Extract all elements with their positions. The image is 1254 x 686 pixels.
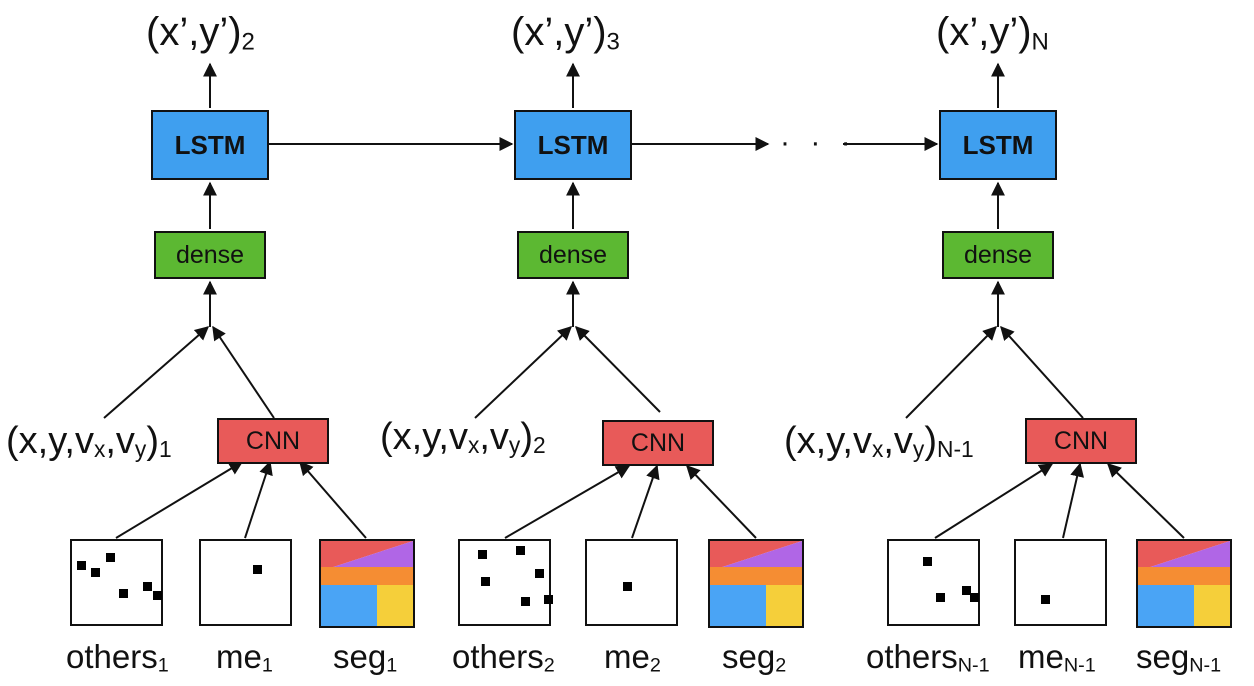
agent-dot [481, 577, 490, 586]
agent-dot [143, 582, 152, 591]
arrow-state2-to-merge2 [474, 326, 573, 419]
caption-others-3: othersN-1 [866, 638, 990, 677]
agent-dot [521, 597, 530, 606]
agent-dot [936, 593, 945, 602]
self-dot [1041, 595, 1050, 604]
lstm-block-3: LSTM [939, 110, 1057, 180]
output-label-2: (x’,y’)3 [511, 10, 620, 56]
arrow-me1-to-cnn1 [244, 460, 273, 539]
agent-dot [970, 593, 979, 602]
arrow-others2-to-cnn2 [504, 465, 631, 539]
output-label-3: (x’,y’)N [936, 10, 1049, 56]
agent-dot [516, 546, 525, 555]
caption-others-2: others2 [452, 638, 555, 677]
self-dot [623, 582, 632, 591]
output-label-1: (x’,y’)2 [146, 10, 255, 56]
arrow-me3-to-cnn3 [1062, 462, 1085, 539]
self-dot [253, 565, 262, 574]
me-frame-1 [199, 539, 292, 626]
me-frame-3 [1014, 539, 1107, 626]
arrow-seg3-to-cnn3 [1106, 463, 1185, 539]
others-frame-2 [458, 539, 553, 626]
agent-dot [153, 591, 162, 600]
agent-dot [77, 561, 86, 570]
seg-map-2 [708, 539, 804, 628]
cnn-block-3: CNN [1025, 418, 1137, 464]
others-frame-1 [70, 539, 163, 626]
me-frame-2 [585, 539, 678, 626]
state-label-2: (x,y,vx,vy)2 [380, 416, 546, 459]
arrow-me2-to-cnn2 [631, 464, 660, 539]
agent-dot [923, 557, 932, 566]
agent-dot [119, 589, 128, 598]
seg-map-3 [1136, 539, 1232, 628]
dense-block-3: dense [942, 231, 1054, 279]
agent-dot [478, 550, 487, 559]
agent-dot [962, 586, 971, 595]
arrow-cnn3-to-merge3 [1000, 325, 1084, 419]
agent-dot [91, 568, 100, 577]
others-frame-3 [887, 539, 980, 626]
cnn-block-1: CNN [217, 418, 329, 464]
dense-block-1: dense [154, 231, 266, 279]
arrow-cnn2-to-merge2 [575, 326, 661, 413]
state-label-3: (x,y,vx,vy)N-1 [784, 420, 974, 463]
arrow-cnn1-to-merge1 [212, 325, 275, 419]
lstm-block-1: LSTM [151, 110, 269, 180]
agent-dot [544, 595, 553, 604]
caption-me-2: me2 [604, 638, 661, 677]
arrow-state3-to-merge3 [905, 326, 997, 419]
lstm-block-2: LSTM [514, 110, 632, 180]
caption-me-3: meN-1 [1018, 638, 1096, 677]
segmentation-map [321, 541, 413, 626]
arrow-others1-to-cnn1 [115, 461, 244, 539]
caption-seg-1: seg1 [333, 638, 398, 677]
caption-me-1: me1 [216, 638, 273, 677]
arrow-state1-to-merge1 [103, 326, 210, 419]
agent-dot [535, 569, 544, 578]
caption-seg-3: segN-1 [1136, 638, 1222, 677]
arrow-seg1-to-cnn1 [299, 460, 367, 539]
arrow-others3-to-cnn3 [934, 463, 1054, 539]
agent-dot [106, 553, 115, 562]
state-label-1: (x,y,vx,vy)1 [6, 420, 172, 463]
segmentation-map [1138, 541, 1230, 626]
arrow-seg2-to-cnn2 [686, 464, 757, 539]
dense-block-2: dense [517, 231, 629, 279]
seg-map-1 [319, 539, 415, 628]
cnn-block-2: CNN [602, 420, 714, 466]
segmentation-map [710, 541, 802, 626]
caption-seg-2: seg2 [722, 638, 787, 677]
caption-others-1: others1 [66, 638, 169, 677]
ellipsis: · · · [780, 126, 857, 159]
